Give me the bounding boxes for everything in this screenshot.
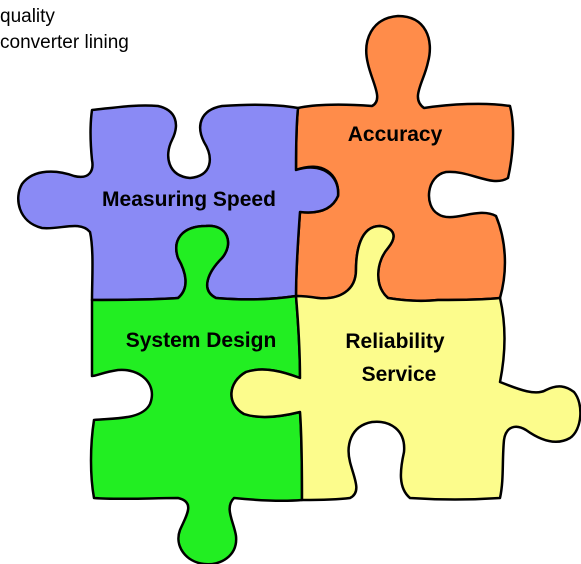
caption-line-1: quality [0,6,55,27]
label-service: Service [362,363,437,386]
label-system-design: System Design [126,329,277,352]
label-accuracy: Accuracy [348,123,443,146]
caption: quality converter lining [0,4,129,56]
piece-reliability [230,224,581,502]
piece-accuracy [294,14,515,303]
label-reliability: Reliability [345,330,445,353]
label-measuring-speed: Measuring Speed [102,188,276,211]
caption-line-2: converter lining [0,32,129,53]
